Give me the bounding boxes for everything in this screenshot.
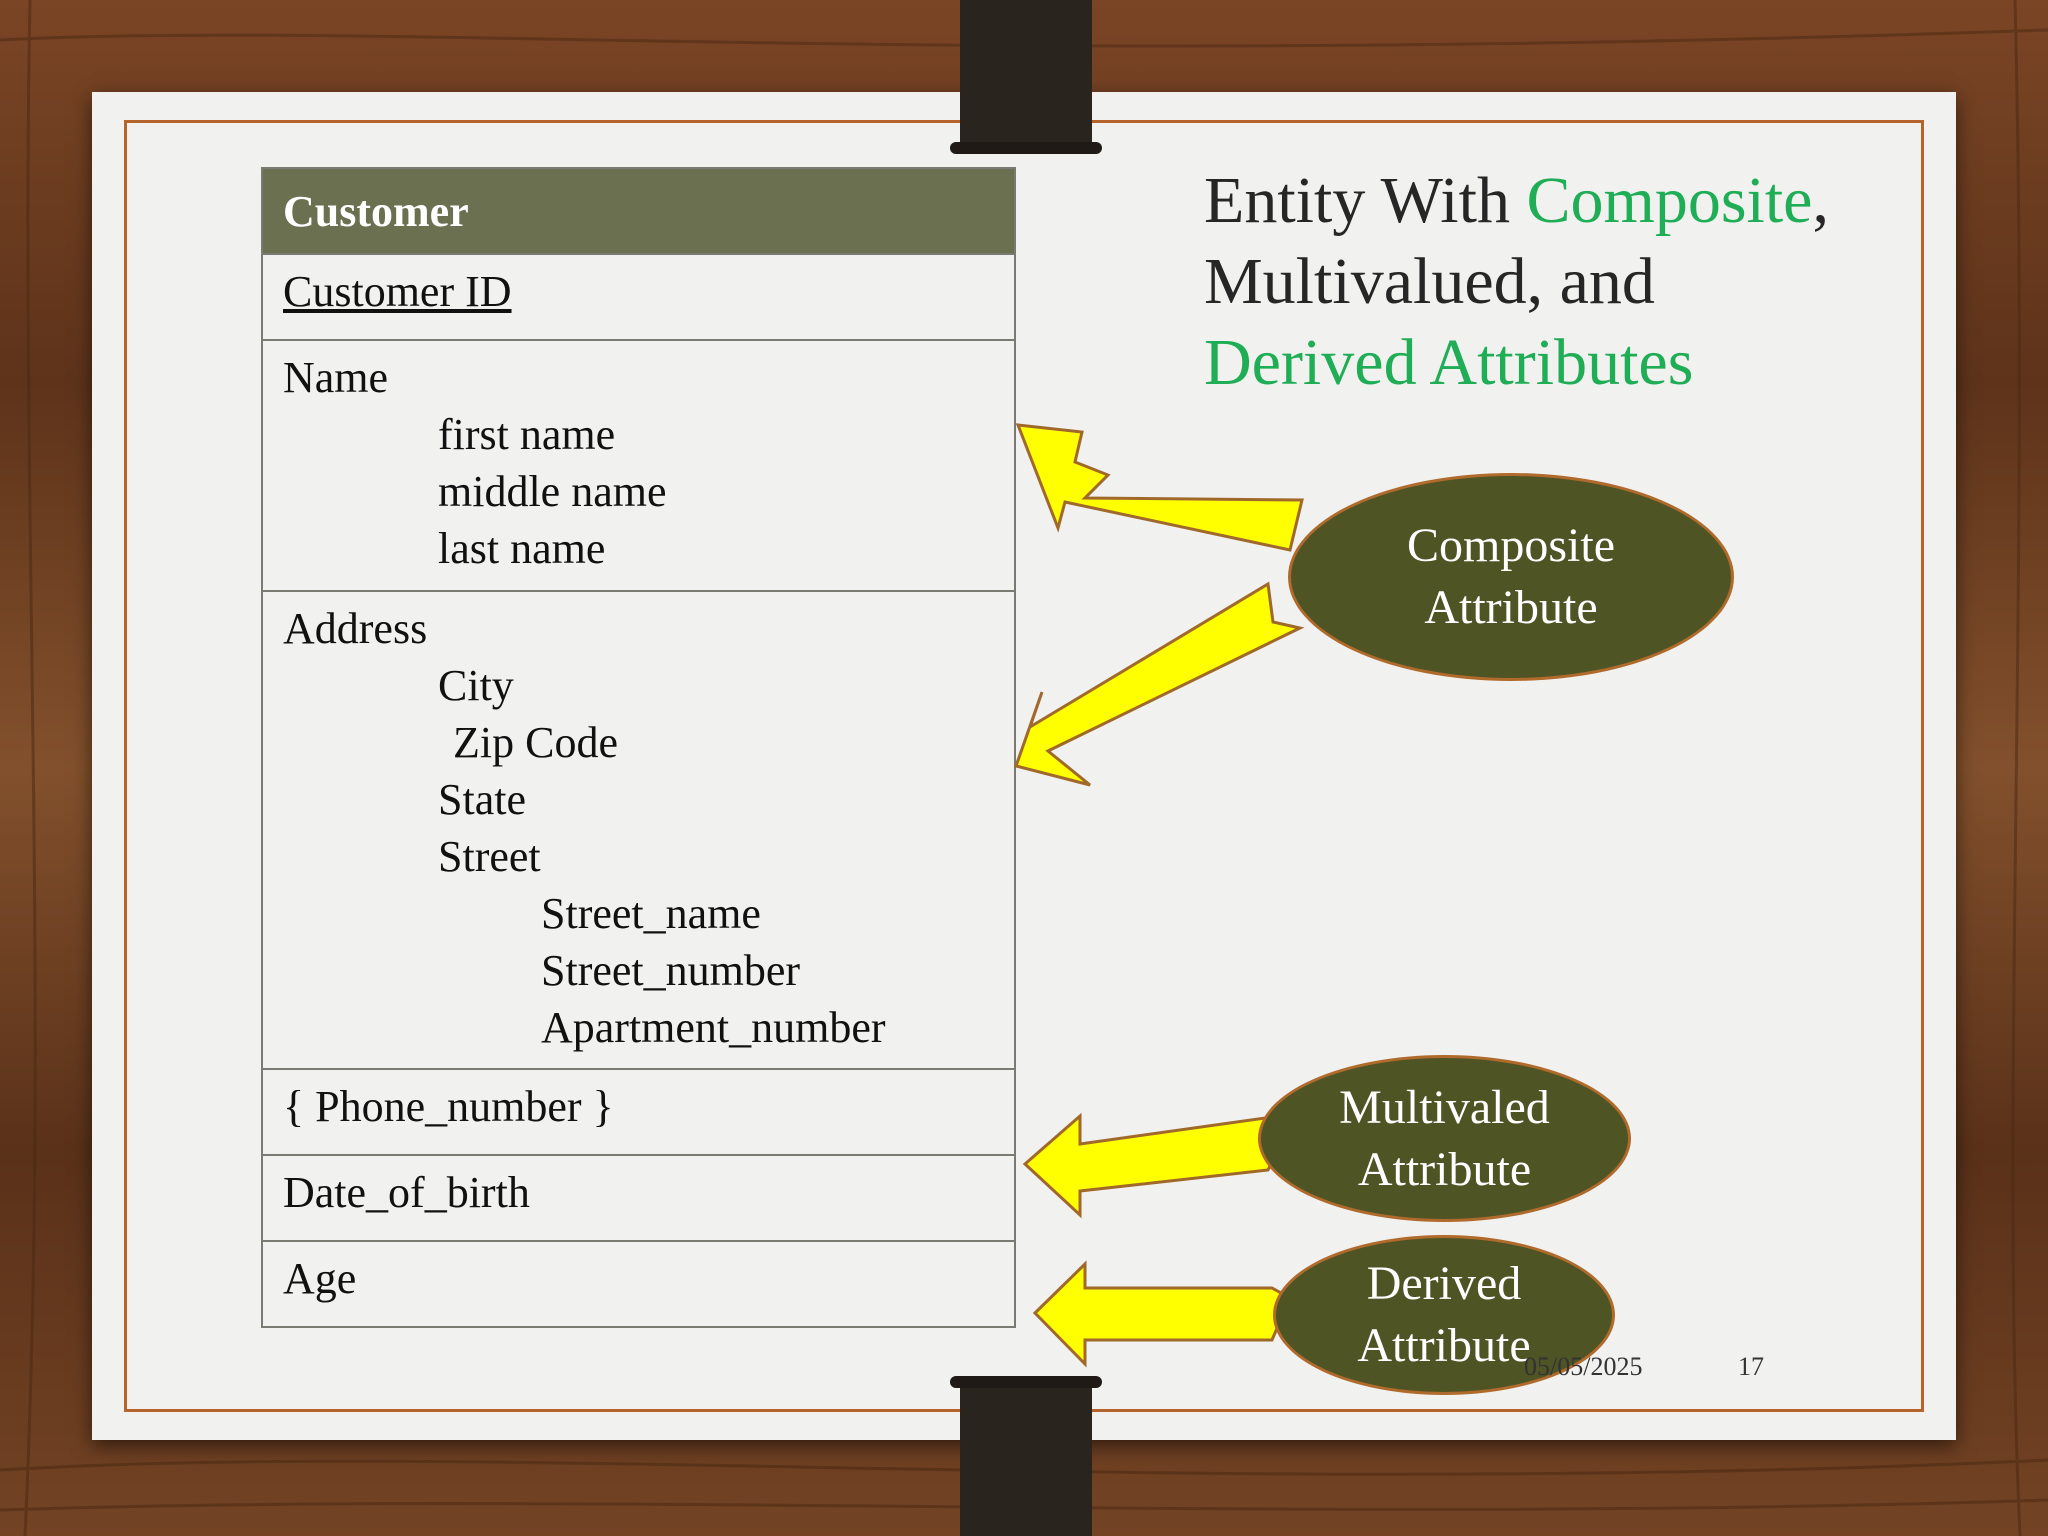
name-composite-cell: Name first name middle name last name [261,339,1016,592]
binder-clip-bottom [960,1382,1092,1536]
derived-callout-line-2: Attribute [1357,1319,1531,1372]
arrow-to-phone-icon [1022,1112,1293,1219]
arrow-to-age-icon [1032,1260,1292,1368]
address-attribute: Address [283,604,428,653]
name-attribute: Name [283,353,389,402]
binder-clip-top [960,0,1092,152]
age-derived-cell: Age [261,1240,1016,1328]
binder-clip-bottom-rim [950,1376,1102,1388]
composite-attribute-callout: Composite Attribute [1288,473,1734,681]
multivalued-callout-line-1: Multivaled [1339,1080,1550,1134]
derived-attribute-callout: Derived Attribute [1273,1235,1615,1395]
title-line-3: Derived Attributes [1204,326,1694,399]
title-part-entity-with: Entity With [1204,164,1527,237]
apartment-number-attribute: Apartment_number [541,1003,886,1052]
title-part-composite: Composite [1526,164,1813,237]
arrow-to-address-icon [1014,581,1305,787]
derived-callout-line-1: Derived [1366,1257,1522,1310]
title-line-2: Multivalued, and [1204,245,1655,318]
composite-callout-line-2: Attribute [1424,581,1598,634]
dob-cell: Date_of_birth [261,1154,1016,1242]
composite-callout-line-1: Composite [1406,519,1615,572]
entity-name: Customer [261,167,1016,255]
phone-multivalued-cell: { Phone_number } [261,1068,1016,1156]
last-name-attribute: last name [438,524,606,573]
street-number-attribute: Street_number [541,946,801,995]
state-attribute: State [438,775,526,824]
slide-title: Entity With Composite, Multivalued, and … [1204,160,1829,403]
arrow-to-name-icon [1015,423,1304,552]
footer-page-number: 17 [1738,1352,1764,1381]
title-part-comma: , [1812,164,1829,237]
zip-code-attribute: Zip Code [453,718,618,767]
multivalued-callout-line-2: Attribute [1357,1142,1532,1196]
binder-clip-top-rim [950,142,1102,154]
first-name-attribute: first name [438,410,616,459]
street-attribute: Street [438,832,541,881]
title-line-1: Entity With Composite, [1204,160,1829,241]
footer-date: 05/05/2025 [1524,1352,1643,1381]
phone-number-attribute: { Phone_number } [283,1082,614,1131]
city-attribute: City [438,661,514,710]
age-attribute: Age [283,1254,357,1303]
date-of-birth-attribute: Date_of_birth [283,1168,530,1217]
primary-key: Customer ID [283,267,512,316]
middle-name-attribute: middle name [438,467,667,516]
multivalued-attribute-callout: Multivaled Attribute [1258,1055,1631,1222]
street-name-attribute: Street_name [541,889,761,938]
customer-entity-table: Customer Customer ID Name first name mid… [261,167,1016,1328]
primary-key-cell: Customer ID [261,253,1016,341]
address-composite-cell: Address City Zip Code State Street Stree… [261,590,1016,1070]
